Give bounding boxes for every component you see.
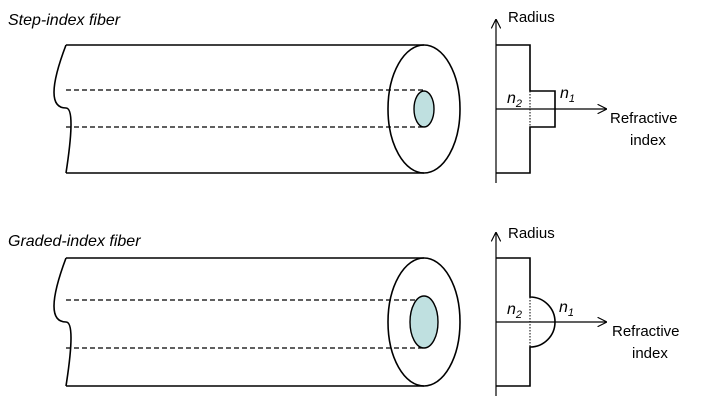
graded-index-n1-label: n1 [559, 299, 574, 319]
graded-index-radius-label: Radius [508, 225, 555, 242]
graded-index-n2-label: n2 [507, 301, 522, 321]
step-index-diagram: Step-index fiber Radius Refractive index… [8, 9, 678, 183]
step-index-fiber-cylinder [53, 44, 461, 174]
step-index-core-end [413, 90, 435, 128]
step-index-radius-label: Radius [508, 9, 555, 26]
graded-index-cladding-end [387, 257, 461, 387]
step-index-fiber-outline [53, 44, 424, 174]
graded-index-index-label-line1: Refractive [612, 323, 680, 340]
graded-index-diagram: Graded-index fiber Radius Refractive ind… [8, 225, 680, 396]
step-index-index-label-line1: Refractive [610, 110, 678, 127]
graded-index-title: Graded-index fiber [8, 233, 141, 250]
graded-index-profile-curve [496, 257, 556, 387]
step-index-cladding-end [387, 44, 461, 174]
step-index-profile-curve [496, 44, 556, 174]
step-index-title: Step-index fiber [8, 12, 121, 29]
graded-index-profile-plot: Radius Refractive index n2 n1 [496, 225, 680, 396]
graded-index-fiber-outline [53, 257, 424, 387]
graded-index-index-label-line2: index [632, 345, 668, 362]
graded-index-fiber-cylinder [53, 257, 461, 387]
step-index-profile-plot: Radius Refractive index n2 n1 [496, 9, 678, 183]
step-index-n2-label: n2 [507, 90, 522, 110]
graded-index-core-end [409, 295, 439, 349]
step-index-n1-label: n1 [560, 85, 575, 105]
step-index-index-label-line2: index [630, 132, 666, 149]
